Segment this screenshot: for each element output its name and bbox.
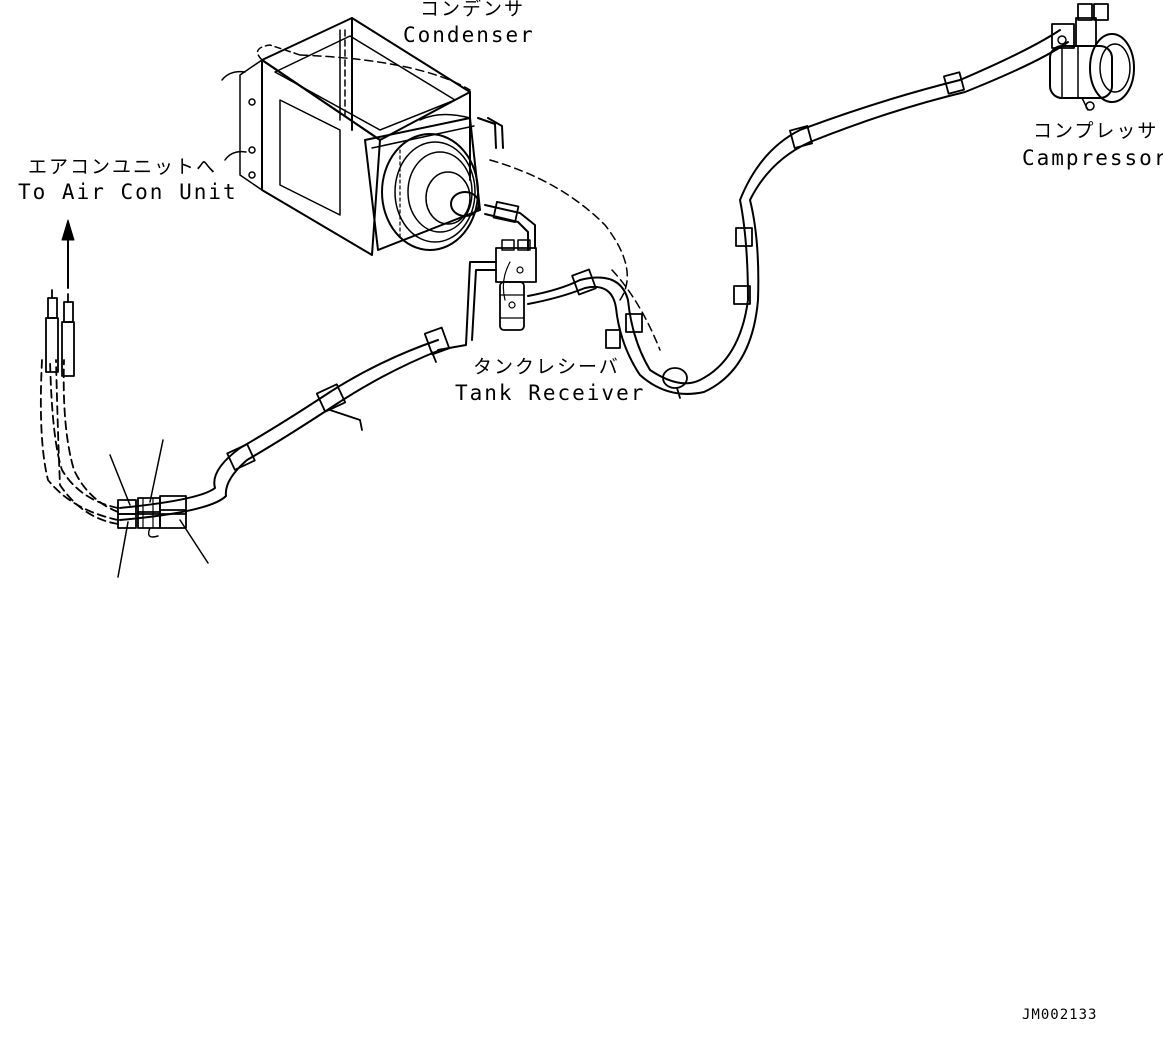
- condenser-shroud: [364, 117, 481, 251]
- leader-line: [117, 521, 129, 578]
- tank-receiver-body: [499, 281, 525, 331]
- hose-clamp: [733, 285, 751, 305]
- leader-line: [109, 454, 131, 506]
- hose-to-aircon-unit: [39, 359, 119, 525]
- leader-line: [149, 439, 164, 503]
- condenser-label-jp: コンデンサ: [420, 0, 526, 20]
- aircon-label-jp: エアコンユニットへ: [28, 156, 218, 178]
- hose-clamp: [605, 329, 621, 349]
- hose-clamp: [571, 268, 597, 296]
- compressor-pulley: [1089, 33, 1135, 103]
- hose-clamp: [943, 71, 965, 95]
- hose-clamp: [423, 326, 451, 356]
- tank-receiver: [495, 239, 537, 331]
- condenser-label-en: Condenser: [403, 23, 535, 47]
- hose-clamp: [315, 383, 347, 413]
- hose-clamp: [662, 367, 688, 389]
- aircon-label-en: To Air Con Unit: [18, 180, 238, 204]
- hose-clamp: [789, 125, 813, 149]
- condenser-fan-outer: [381, 133, 479, 251]
- arrow-up-icon: [61, 219, 75, 289]
- hose-clamp: [226, 443, 256, 471]
- compressor-unit: [1049, 3, 1135, 111]
- compressor-label-en: Campressor: [1022, 146, 1163, 170]
- compressor-label-jp: コンプレッサ: [1033, 120, 1159, 142]
- aircon-fittings: [45, 289, 75, 377]
- hose-clamp: [625, 313, 643, 333]
- tank-receiver-label-en: Tank Receiver: [455, 381, 646, 405]
- hose-condenser-compressor: [489, 159, 628, 301]
- leader-line: [179, 519, 209, 564]
- drawing-code: JM002133: [1022, 1007, 1098, 1023]
- tank-receiver-label-jp: タンクレシーバ: [473, 356, 620, 378]
- pipe-fittings: [109, 439, 209, 578]
- hose-to-aircon: [119, 326, 451, 521]
- condenser-unit: [221, 17, 504, 256]
- condenser-fan-hub: [450, 191, 480, 217]
- hose-receiver-compressor: [527, 29, 1069, 399]
- hose-clamp: [735, 227, 753, 247]
